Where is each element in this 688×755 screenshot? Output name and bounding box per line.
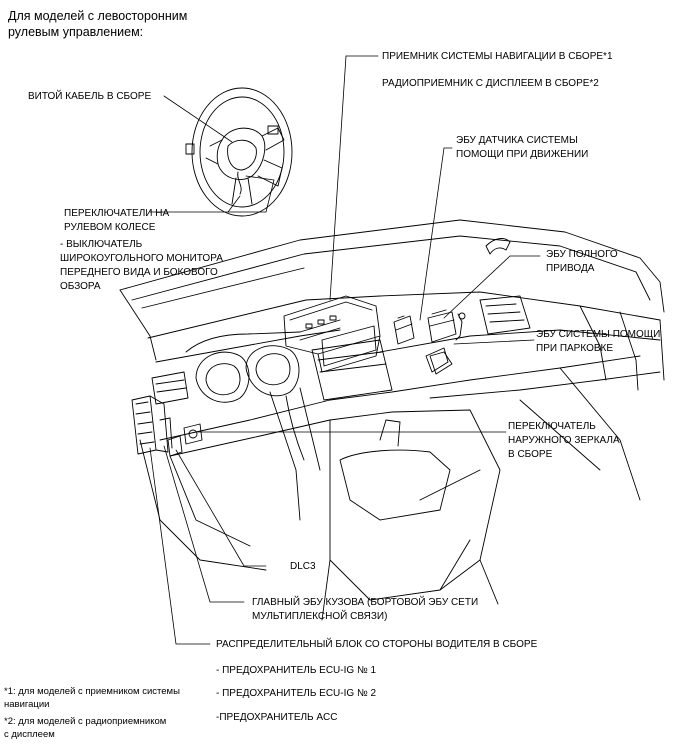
- leader-lines: [149, 55, 541, 645]
- label-fuse-ecu-ig2: - ПРЕДОХРАНИТЕЛЬ ECU-IG № 2: [216, 688, 377, 699]
- header-line-2: рулевым управлением:: [8, 25, 144, 39]
- awd-ecu: [427, 309, 466, 343]
- label-mirror-1: ПЕРЕКЛЮЧАТЕЛЬ: [508, 421, 596, 432]
- label-parking-2: ПРИ ПАРКОВКЕ: [536, 343, 614, 354]
- label-wide-view-3: ПЕРЕДНЕГО ВИДА И БОКОВОГО: [60, 267, 218, 278]
- header-line-1: Для моделей с левосторонним: [8, 9, 188, 23]
- label-wide-view-4: ОБЗОРА: [60, 281, 101, 292]
- label-awd-1: ЭБУ ПОЛНОГО: [546, 249, 618, 260]
- mirror-switch: [183, 423, 203, 445]
- label-awd-2: ПРИВОДА: [546, 263, 595, 274]
- dlc3-connector: [167, 435, 183, 457]
- footnote-1-line-2: навигации: [4, 699, 50, 710]
- label-driving-support-2: ПОМОЩИ ПРИ ДВИЖЕНИИ: [456, 149, 589, 160]
- navigation-unit: [283, 295, 381, 373]
- label-nav-receiver: ПРИЕМНИК СИСТЕМЫ НАВИГАЦИИ В СБОРЕ*1: [382, 51, 613, 62]
- label-mirror-2: НАРУЖНОГО ЗЕРКАЛА: [508, 435, 620, 446]
- label-body-ecu-2: МУЛЬТИПЛЕКСНОЙ СВЯЗИ): [252, 611, 388, 622]
- footnote-1-line-1: *1: для моделей с приемником системы: [4, 686, 180, 697]
- driving-support-ecu: [393, 315, 415, 345]
- footnote-2-line-2: с дисплеем: [4, 729, 55, 740]
- footnote-2-line-1: *2: для моделей с радиоприемником: [4, 716, 167, 727]
- label-wide-view-1: - ВЫКЛЮЧАТЕЛЬ: [60, 239, 143, 250]
- label-driving-support-1: ЭБУ ДАТЧИКА СИСТЕМЫ: [456, 135, 578, 146]
- label-steering-switches-1: ПЕРЕКЛЮЧАТЕЛИ НА: [64, 208, 170, 219]
- label-radio-receiver: РАДИОПРИЕМНИК С ДИСПЛЕЕМ В СБОРЕ*2: [382, 78, 599, 89]
- label-parking-1: ЭБУ СИСТЕМЫ ПОМОЩИ: [536, 329, 661, 340]
- dashboard-body: [119, 219, 665, 621]
- label-junction-block: РАСПРЕДЕЛИТЕЛЬНЫЙ БЛОК СО СТОРОНЫ ВОДИТЕ…: [216, 639, 538, 650]
- label-mirror-3: В СБОРЕ: [508, 449, 553, 460]
- junction-block: [131, 395, 173, 455]
- label-fuse-acc: -ПРЕДОХРАНИТЕЛЬ ACC: [216, 712, 338, 723]
- parking-ecu: [425, 347, 449, 373]
- label-spiral-cable: ВИТОЙ КАБЕЛЬ В СБОРЕ: [28, 91, 152, 102]
- label-wide-view-2: ШИРОКОУГОЛЬНОГО МОНИТОРА: [60, 253, 223, 264]
- label-fuse-ecu-ig1: - ПРЕДОХРАНИТЕЛЬ ECU-IG № 1: [216, 665, 377, 676]
- label-dlc3: DLC3: [290, 561, 316, 572]
- label-body-ecu-1: ГЛАВНЫЙ ЭБУ КУЗОВА (БОРТОВОЙ ЭБУ СЕТИ: [252, 597, 479, 608]
- steering-wheel-inset: [185, 87, 293, 217]
- label-steering-switches-2: РУЛЕВОМ КОЛЕСЕ: [64, 222, 156, 233]
